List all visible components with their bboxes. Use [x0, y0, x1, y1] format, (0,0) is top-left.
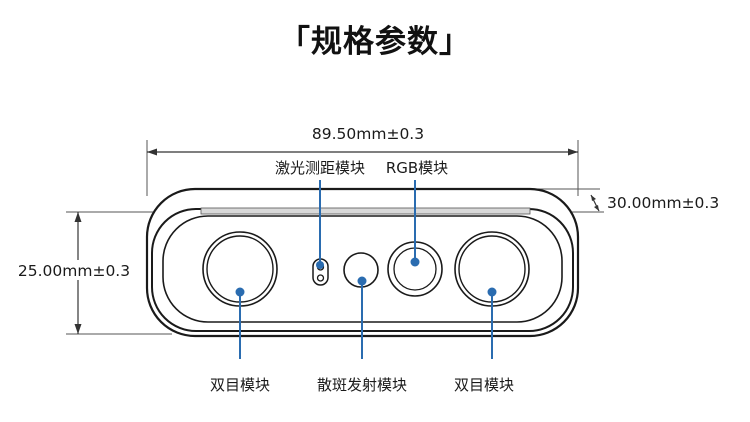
width-label: 89.50mm±0.3 [312, 125, 424, 143]
callout-stereo-right [487, 287, 497, 359]
height-label: 25.00mm±0.3 [18, 262, 130, 280]
callout-stereo-left [235, 287, 245, 359]
rgb-label: RGB模块 [386, 159, 448, 177]
callout-rgb [410, 180, 420, 267]
depth-dimension: 30.00mm±0.3 [525, 188, 719, 213]
stereo-left-label: 双目模块 [210, 376, 270, 394]
rgb-lens [387, 241, 443, 297]
callout-projector [357, 276, 367, 359]
stereo-lens-right [454, 231, 530, 307]
page-title: 「规格参数」 [279, 24, 471, 60]
stereo-right-label: 双目模块 [454, 376, 514, 394]
callout-laser [316, 180, 324, 269]
laser-label: 激光测距模块 [275, 159, 365, 177]
width-dimension: 89.50mm±0.3 [146, 125, 579, 196]
projector-label: 散斑发射模块 [317, 376, 407, 394]
height-dimension: 25.00mm±0.3 [10, 211, 196, 335]
depth-label: 30.00mm±0.3 [607, 194, 719, 212]
